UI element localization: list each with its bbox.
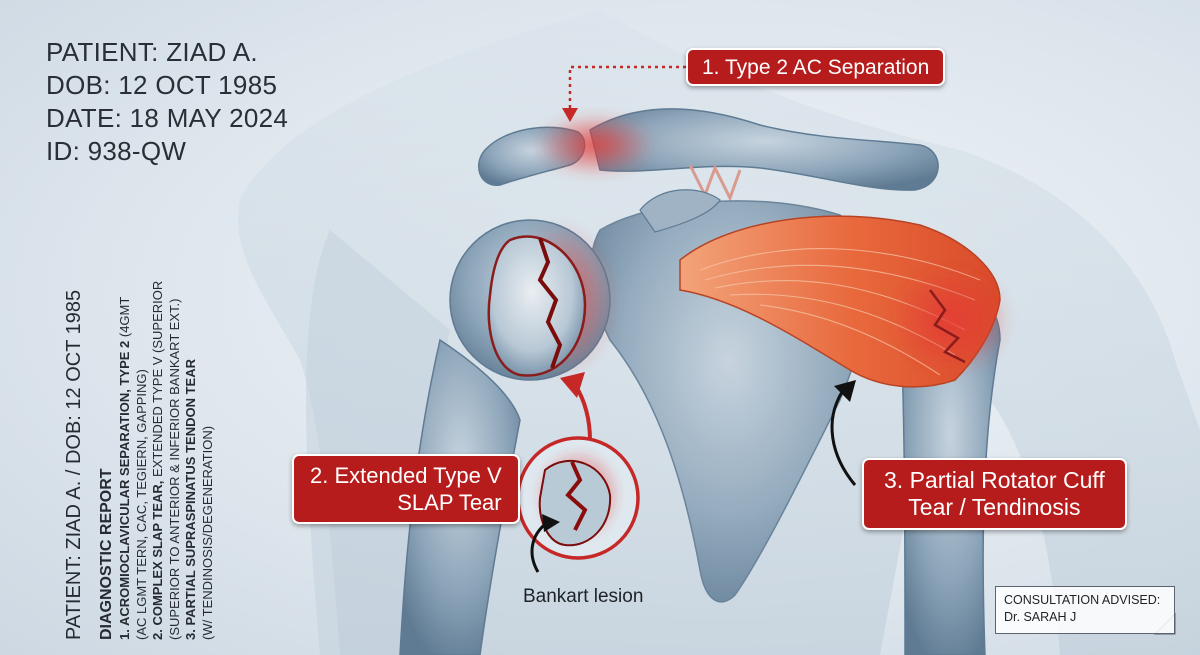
patient-name: PATIENT: ZIAD A.: [46, 37, 258, 67]
cuff-arrow-head: [834, 380, 856, 402]
cuff-arrow-shaft: [830, 391, 857, 486]
finding-2-head: 2. COMPLEX SLAP TEAR,: [150, 480, 165, 640]
bankart-arrow-head: [542, 514, 560, 532]
patient-dob: DOB: 12 OCT 1985: [46, 70, 278, 100]
ac-callout-text: 1. Type 2 AC Separation: [702, 56, 930, 79]
finding-1-head: 1. ACROMIOCLAVICULAR SEPARATION, TYPE 2: [117, 340, 132, 640]
slap-arrow-head: [560, 372, 585, 398]
ac-separation-callout: 1. Type 2 AC Separation: [686, 48, 946, 86]
patient-id: ID: 938-QW: [46, 136, 187, 166]
finding-3: 3. PARTIAL SUPRASPINATUS TENDON TEAR: [183, 240, 200, 640]
rotator-cuff-callout: 3. Partial Rotator Cuff Tear / Tendinosi…: [862, 458, 1127, 530]
finding-1-detail: (AC LGMT TERN, CAC, TEGIERN, GAPPING): [133, 369, 149, 640]
ac-ligament-tear: [688, 164, 742, 202]
ac-joint-inflammation: [535, 113, 655, 177]
consultation-heading: CONSULTATION ADVISED:: [1004, 593, 1161, 607]
slap-inset-tear: [565, 461, 588, 531]
slap-callout-line-1: 2. Extended Type V: [310, 463, 502, 488]
clavicle-bone: [589, 108, 939, 191]
finding-2: 2. COMPLEX SLAP TEAR, EXTENDED TYPE V (S…: [150, 240, 167, 640]
finding-1-tail: (4GMT: [117, 296, 132, 341]
slap-callout-line-2: SLAP Tear: [397, 490, 502, 515]
glenoid-labrum: [487, 235, 587, 377]
consultation-card: CONSULTATION ADVISED: Dr. SARAH J: [995, 586, 1175, 634]
slap-tear-line: [537, 237, 563, 369]
ac-connector-arrowhead: [562, 108, 578, 122]
patient-header: PATIENT: ZIAD A. DOB: 12 OCT 1985 DATE: …: [46, 36, 288, 168]
finding-1: 1. ACROMIOCLAVICULAR SEPARATION, TYPE 2 …: [117, 240, 134, 640]
cuff-tear-inflammation: [890, 265, 1010, 375]
cuff-callout-line-1: 3. Partial Rotator Cuff: [884, 467, 1105, 493]
finding-3-detail: (W/ TENDINOSIS/DEGENERATION): [199, 425, 215, 640]
exam-date: DATE: 18 MAY 2024: [46, 103, 289, 133]
vertical-patient-line: PATIENT: ZIAD A. / DOB: 12 OCT 1985: [63, 289, 85, 640]
bankart-lesion-label: Bankart lesion: [523, 586, 644, 607]
coracoid-process: [639, 189, 721, 233]
finding-2-detail: (SUPERIOR TO ANTERIOR & INFERIOR BANKART…: [166, 298, 182, 640]
report-title: DIAGNOSTIC REPORT: [98, 468, 115, 640]
finding-3-head: 3. PARTIAL SUPRASPINATUS TENDON TEAR: [183, 359, 198, 640]
slap-tear-callout: 2. Extended Type V SLAP Tear: [292, 454, 520, 524]
cuff-callout-line-2: Tear / Tendinosis: [908, 494, 1081, 520]
consulting-doctor: Dr. SARAH J: [1004, 610, 1077, 624]
cuff-frayed-edge: [929, 289, 966, 364]
finding-2-tail: EXTENDED TYPE V (SUPERIOR: [150, 280, 165, 481]
vertical-report-label: PATIENT: ZIAD A. / DOB: 12 OCT 1985 DIAG…: [60, 240, 216, 640]
